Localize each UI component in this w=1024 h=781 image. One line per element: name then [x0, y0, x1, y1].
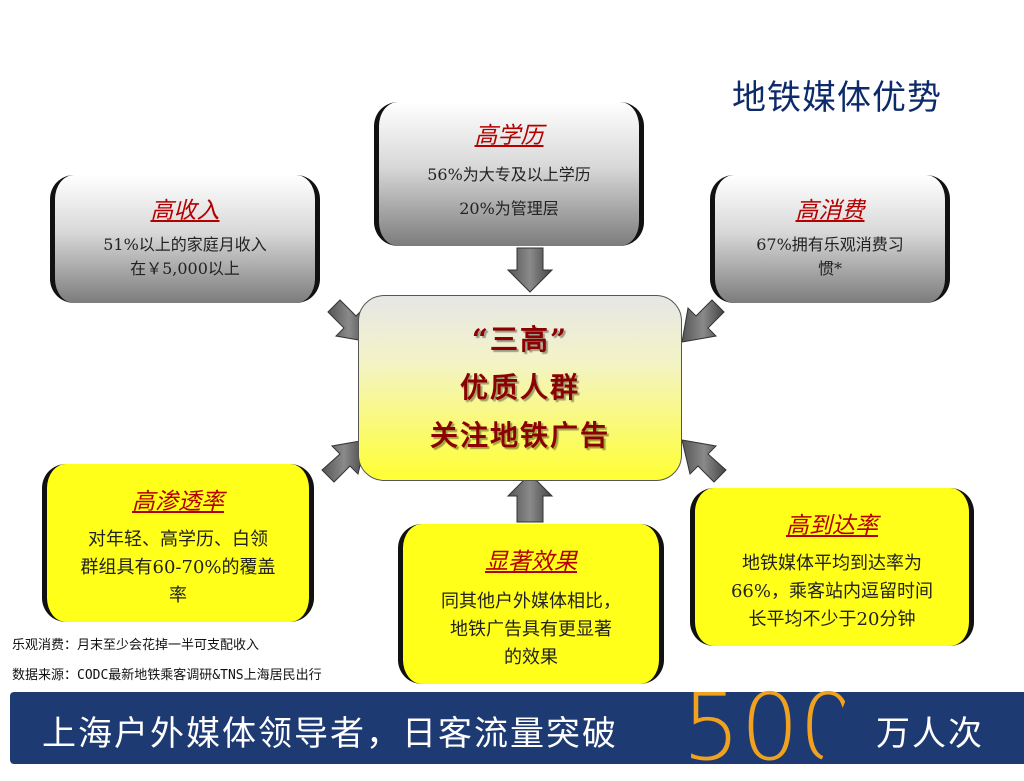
high-education-heading: 高学历	[474, 123, 544, 149]
high-income-heading: 高收入	[150, 198, 220, 224]
optimistic-consumption-note: 乐观消费：月末至少会花掉一半可支配收入	[12, 638, 260, 653]
banner-slogan: 上海户外媒体领导者，日客流量突破	[42, 714, 618, 754]
arrow-down-left-icon	[681, 299, 725, 343]
significant-effect-line-1: 同其他户外媒体相比，	[441, 591, 621, 612]
high-education-line-1: 56%为大专及以上学历	[427, 165, 591, 184]
arrow-up-icon	[506, 473, 554, 523]
high-education-box: 高学历 56%为大专及以上学历 20%为管理层	[374, 102, 644, 246]
high-income-box: 高收入 51%以上的家庭月收入 在￥5,000以上	[50, 175, 320, 303]
center-box: “三高” 优质人群 关注地铁广告	[358, 295, 682, 481]
center-line-1: “三高”	[471, 323, 569, 356]
high-education-line-2: 20%为管理层	[459, 199, 559, 218]
high-income-line-2: 在￥5,000以上	[130, 259, 240, 278]
high-penetration-line-3: 率	[169, 585, 187, 606]
high-consumption-line-2: 惯*	[817, 259, 842, 278]
page-title: 地铁媒体优势	[732, 78, 942, 118]
high-penetration-heading: 高渗透率	[132, 489, 224, 515]
high-penetration-line-1: 对年轻、高学历、白领	[88, 529, 268, 550]
high-consumption-heading: 高消费	[795, 198, 865, 224]
high-consumption-box: 高消费 67%拥有乐观消费习 惯*	[710, 175, 950, 303]
high-penetration-line-2: 群组具有60-70%的覆盖	[80, 557, 276, 578]
significant-effect-box: 显著效果 同其他户外媒体相比， 地铁广告具有更显著 的效果	[398, 524, 664, 684]
high-consumption-line-1: 67%拥有乐观消费习	[756, 235, 904, 254]
bottom-banner: 上海户外媒体领导者，日客流量突破 500 万人次	[10, 678, 1024, 778]
banner-unit: 万人次	[876, 714, 984, 754]
high-reach-line-3: 长平均不少于20分钟	[748, 609, 916, 630]
arrow-up-left-icon	[681, 439, 727, 483]
high-income-line-1: 51%以上的家庭月收入	[103, 235, 267, 254]
high-reach-line-1: 地铁媒体平均到达率为	[742, 553, 922, 574]
significant-effect-heading: 显著效果	[485, 549, 577, 575]
center-line-3: 关注地铁广告	[429, 419, 610, 452]
center-line-2: 优质人群	[459, 371, 580, 404]
significant-effect-line-2: 地铁广告具有更显著	[450, 619, 612, 640]
data-source-note: 数据来源：CODC最新地铁乘客调研&TNS上海居民出行	[12, 668, 322, 683]
high-reach-line-2: 66%，乘客站内逗留时间	[730, 581, 933, 602]
significant-effect-line-3: 的效果	[504, 647, 558, 668]
high-reach-box: 高到达率 地铁媒体平均到达率为 66%，乘客站内逗留时间 长平均不少于20分钟	[690, 488, 974, 646]
high-reach-heading: 高到达率	[786, 513, 878, 539]
high-penetration-box: 高渗透率 对年轻、高学历、白领 群组具有60-70%的覆盖 率	[42, 464, 314, 622]
arrow-down-icon	[506, 247, 554, 293]
